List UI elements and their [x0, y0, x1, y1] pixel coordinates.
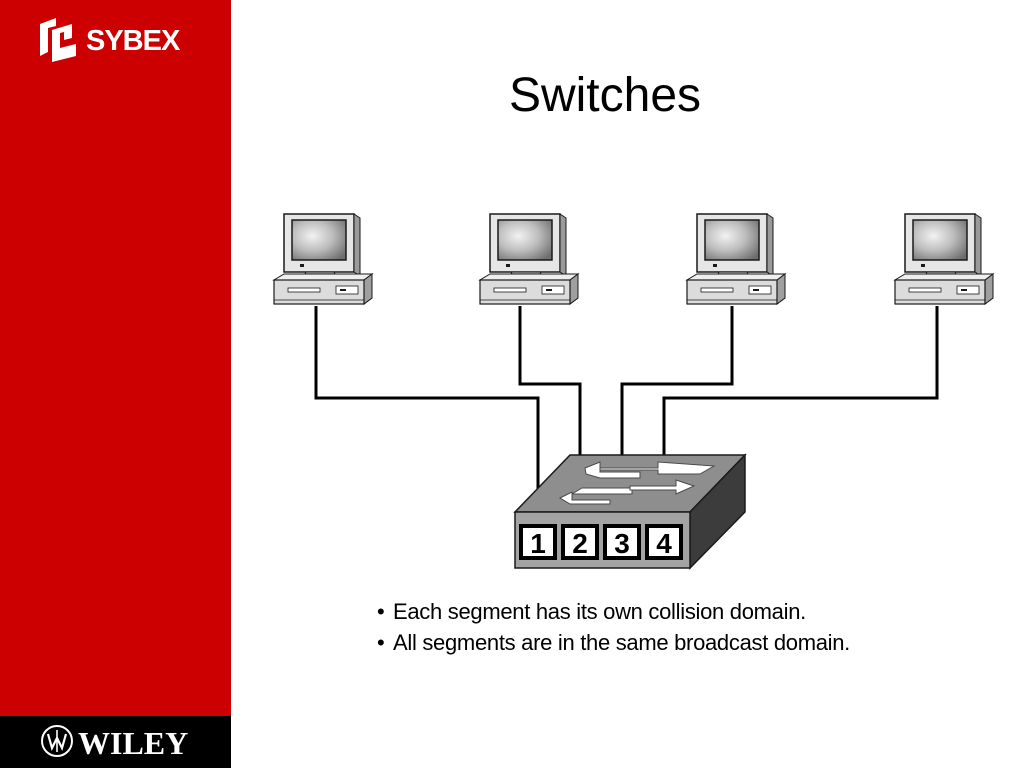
port-label-4: 4 — [656, 528, 672, 559]
sybex-mark-icon — [40, 18, 76, 62]
port-label-1: 1 — [530, 528, 546, 559]
switch-ports: 1 2 3 4 — [519, 524, 683, 560]
wiley-seal-icon — [41, 725, 73, 757]
port-label-2: 2 — [572, 528, 588, 559]
computer-1 — [273, 213, 373, 305]
sybex-logo: SYBEX — [32, 16, 202, 68]
sybex-wordmark: SYBEX — [86, 25, 180, 57]
computer-4 — [894, 213, 994, 305]
switch: 1 2 3 4 — [513, 453, 747, 570]
cable-1 — [314, 306, 540, 530]
bullet-text: All segments are in the same broadcast d… — [393, 630, 850, 655]
bullet-text: Each segment has its own collision domai… — [393, 599, 806, 624]
sidebar: SYBEX WILEY — [0, 0, 231, 768]
page-title: Switches — [508, 69, 702, 122]
bullet-item: •All segments are in the same broadcast … — [377, 630, 850, 655]
computer-2 — [479, 213, 579, 305]
computer-3 — [686, 213, 786, 305]
bullet-item: •Each segment has its own collision doma… — [377, 599, 806, 624]
wiley-wordmark: WILEY — [78, 725, 189, 761]
port-label-3: 3 — [614, 528, 630, 559]
switch-arrows-icon — [558, 461, 716, 505]
bullet-list: •Each segment has its own collision doma… — [377, 596, 850, 658]
wiley-bar: WILEY — [0, 716, 231, 768]
